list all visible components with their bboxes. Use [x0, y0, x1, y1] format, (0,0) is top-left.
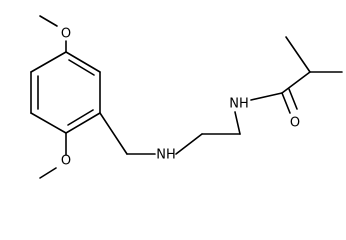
chemical-structure-diagram: O O NH NH O — [30, 15, 343, 179]
bond-carbonyl-c-o-2 — [288, 88, 298, 110]
ring-double-bond-inner-2 — [67, 109, 94, 126]
bond-amine-to-ethyl-c1 — [175, 133, 203, 155]
methoxy-oxygen-bottom-label: O — [61, 154, 71, 169]
bond-carbonyl-c-o-1 — [281, 92, 291, 114]
bond-isopropyl-ch-to-methyl-top — [285, 36, 311, 73]
benzene-ring — [30, 51, 101, 134]
ring-double-bond-inner-1 — [68, 59, 95, 76]
bond-carbonyl-to-isopropyl-ch — [281, 71, 311, 94]
ring-bond-c1-c2 — [65, 51, 101, 73]
amide-nitrogen-label: NH — [229, 97, 249, 112]
methoxy-oxygen-top-label: O — [61, 27, 71, 42]
ring-bond-c4-c5 — [30, 112, 67, 134]
amine-nitrogen-label: NH — [156, 148, 176, 163]
bond-methoxy-top-oxygen-to-methyl — [39, 15, 58, 27]
ring-bond-c6-c1 — [30, 51, 67, 73]
ring-bond-c3-c4 — [65, 112, 101, 134]
bond-ring-to-benzyl-carbon — [99, 112, 128, 155]
carbonyl-oxygen-label: O — [290, 116, 300, 131]
bond-amide-nitrogen-to-carbonyl-carbon — [250, 92, 283, 101]
bond-methoxy-bottom-oxygen-to-methyl — [39, 167, 57, 179]
bond-ethyl-c2-to-amide-nitrogen — [234, 111, 241, 135]
